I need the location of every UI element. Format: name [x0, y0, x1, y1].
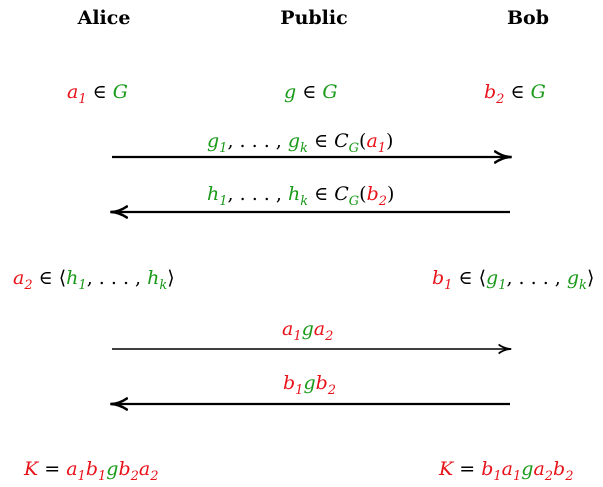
header-public: Public	[280, 7, 347, 29]
message-4-label: b1gb2	[283, 372, 336, 398]
message-3-label: a1ga2	[282, 318, 333, 344]
alice-shared-key: K = a1b1gb2a2	[23, 458, 159, 484]
bob-shared-key: K = b1a1ga2b2	[438, 458, 574, 484]
bob-choice: b1 ∈ ⟨g1, . . . , gk⟩	[432, 267, 594, 293]
header-bob: Bob	[507, 7, 549, 29]
bob-initial-element: b2 ∈ G	[484, 81, 546, 107]
header-alice: Alice	[77, 7, 131, 29]
public-base-element: g ∈ G	[284, 81, 338, 103]
message-1-label: g1, . . . , gk ∈ CG(a1)	[207, 130, 393, 156]
alice-initial-element: a1 ∈ G	[67, 81, 128, 107]
message-2-label: h1, . . . , hk ∈ CG(b2)	[207, 183, 394, 209]
alice-choice: a2 ∈ ⟨h1, . . . , hk⟩	[13, 267, 175, 293]
